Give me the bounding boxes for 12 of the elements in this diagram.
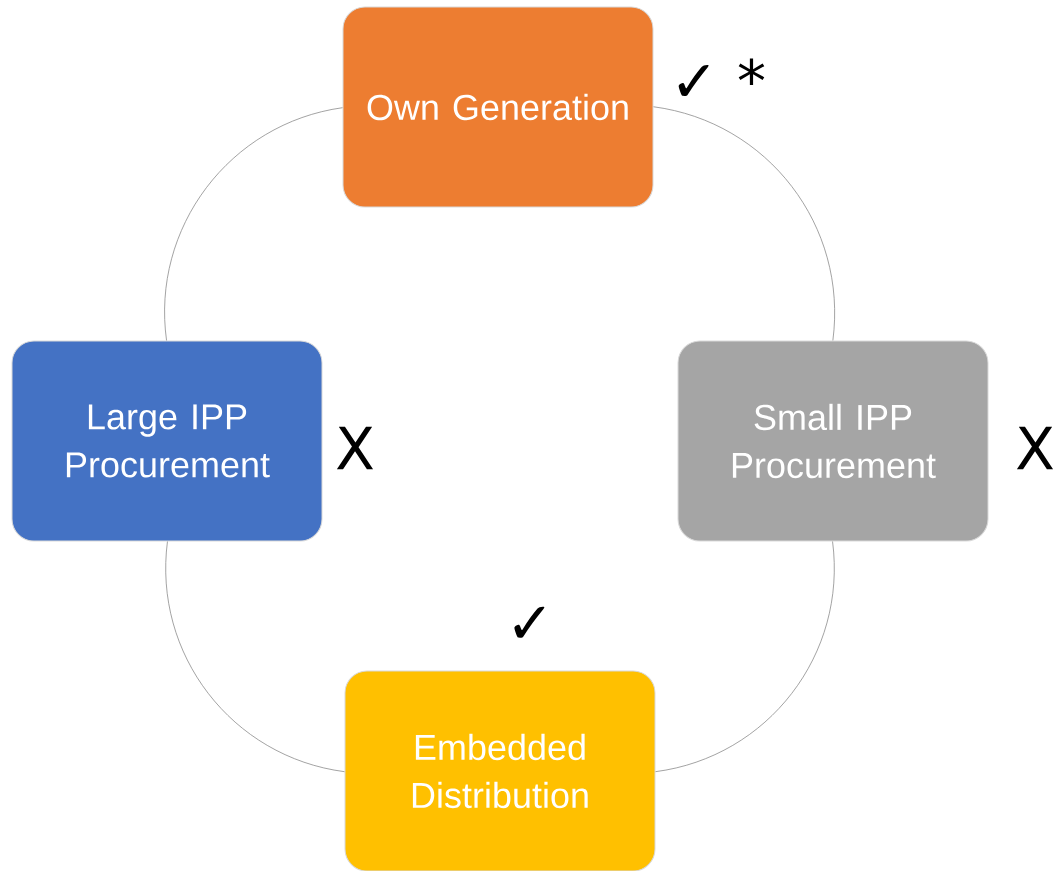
process-box: Own Generation bbox=[342, 6, 654, 208]
process-box: Large IPP Procurement bbox=[11, 340, 323, 542]
connector-arc bbox=[655, 541, 835, 773]
connector-arc bbox=[653, 106, 836, 341]
connector-arc bbox=[164, 107, 343, 341]
process-box: Embedded Distribution bbox=[344, 670, 656, 871]
status-mark: ✓ * bbox=[678, 58, 765, 96]
status-mark: X bbox=[1016, 426, 1054, 470]
status-mark: ✓ bbox=[514, 606, 545, 638]
connector-arc bbox=[165, 541, 345, 773]
status-mark: X bbox=[336, 426, 374, 470]
process-box: Small IPP Procurement bbox=[677, 340, 989, 542]
